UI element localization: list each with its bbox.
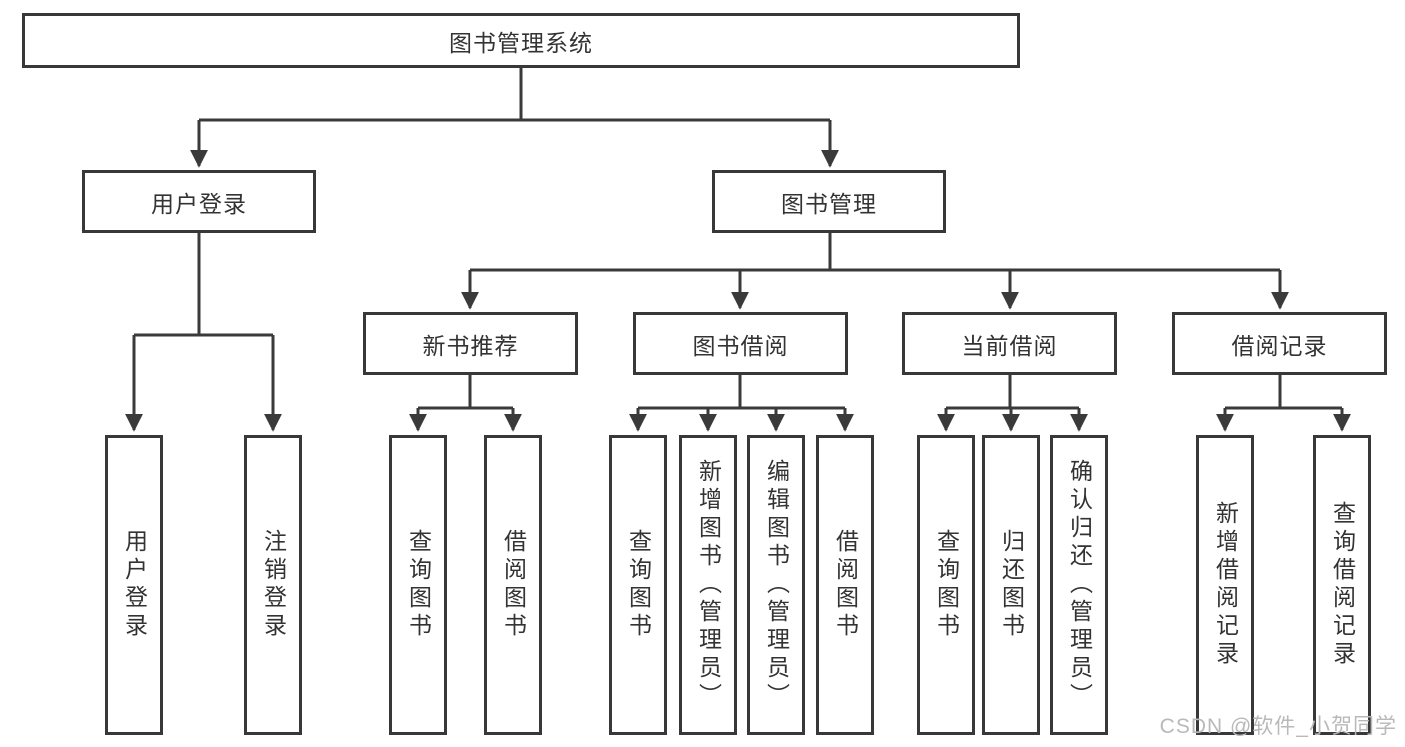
node-label: 当前借阅 (961, 332, 1058, 359)
leaf-label: 查询图书 (625, 529, 652, 641)
leaf-borrowing-add-book-admin: 新增图书（管理员） (679, 435, 737, 735)
node-label: 图书管理 (781, 190, 877, 217)
node-book-borrowing: 图书借阅 (633, 312, 848, 375)
leaf-records-add-record: 新增借阅记录 (1196, 435, 1254, 735)
node-label: 图书管理系统 (449, 29, 593, 56)
node-library-management-system: 图书管理系统 (22, 13, 1020, 68)
leaf-label: 借阅图书 (832, 529, 859, 641)
node-borrowing-records: 借阅记录 (1172, 312, 1387, 375)
leaf-label: 确认归还（管理员） (1066, 459, 1093, 711)
leaf-label: 归还图书 (998, 529, 1025, 641)
leaf-label: 查询图书 (405, 529, 432, 641)
leaf-current-confirm-return-admin: 确认归还（管理员） (1050, 435, 1108, 735)
leaf-logout-login: 注销登录 (244, 435, 302, 735)
leaf-label: 借阅图书 (500, 529, 527, 641)
leaf-records-query-record: 查询借阅记录 (1313, 435, 1371, 735)
node-label: 借阅记录 (1231, 332, 1328, 359)
leaf-label: 编辑图书（管理员） (763, 459, 790, 711)
leaf-label: 新增图书（管理员） (695, 459, 722, 711)
leaf-borrowing-borrow-book: 借阅图书 (816, 435, 874, 735)
leaf-borrowing-edit-book-admin: 编辑图书（管理员） (747, 435, 805, 735)
leaf-newrec-borrow-book: 借阅图书 (484, 435, 542, 735)
csdn-watermark: CSDN @软件_小贺同学 (1159, 715, 1397, 738)
leaf-label: 查询图书 (933, 529, 960, 641)
leaf-label: 新增借阅记录 (1212, 501, 1239, 669)
node-new-book-recommendation: 新书推荐 (363, 312, 578, 375)
leaf-user-login: 用户登录 (105, 435, 163, 735)
node-label: 新书推荐 (422, 332, 519, 359)
leaf-newrec-query-book: 查询图书 (389, 435, 447, 735)
leaf-label: 注销登录 (260, 529, 287, 641)
leaf-current-return-book: 归还图书 (982, 435, 1040, 735)
node-user-login: 用户登录 (82, 170, 316, 233)
node-book-management: 图书管理 (712, 170, 946, 233)
leaf-borrowing-query-book: 查询图书 (609, 435, 667, 735)
leaf-label: 查询借阅记录 (1329, 501, 1356, 669)
leaf-label: 用户登录 (121, 529, 148, 641)
node-label: 用户登录 (151, 190, 247, 217)
leaf-current-query-book: 查询图书 (917, 435, 975, 735)
node-label: 图书借阅 (692, 332, 789, 359)
node-current-borrowing: 当前借阅 (902, 312, 1117, 375)
